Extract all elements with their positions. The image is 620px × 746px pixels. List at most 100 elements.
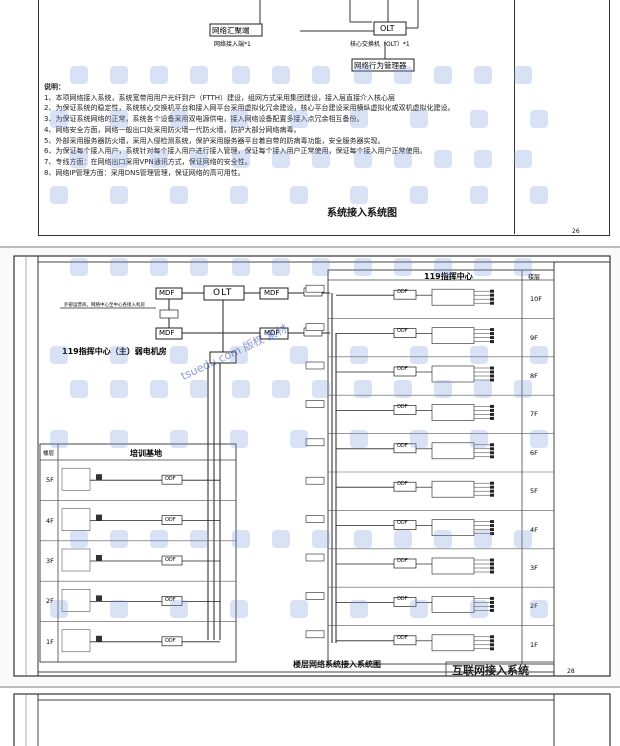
- main-floor-label-1f: 1F: [530, 640, 538, 649]
- odf-label: ODF: [397, 596, 408, 603]
- training-outlet-group: [61, 589, 91, 612]
- odf-box: [393, 366, 417, 377]
- odf-box: [393, 481, 417, 492]
- splitter-box: [431, 442, 475, 460]
- training-odf-box: [161, 474, 183, 485]
- outlet-icon: [490, 570, 494, 574]
- floor-column-header: 楼层: [528, 274, 541, 281]
- training-floor-label-3f: 3F: [46, 557, 54, 565]
- outlet-icon: [490, 489, 494, 493]
- splitter-box: [431, 480, 475, 498]
- sheet-1-page-number: 26: [572, 228, 580, 235]
- training-floor-header: 楼层: [43, 451, 55, 457]
- outlet-icon: [490, 447, 494, 451]
- mdf-box-1: MDF: [159, 289, 175, 297]
- odf-label: ODF: [397, 366, 408, 372]
- training-outlet-group: [61, 548, 91, 572]
- tail-box: [305, 400, 325, 408]
- odf-box: [393, 558, 417, 569]
- note-line: 5、外部采用服务器防火墙，采用入侵检测系统，保护采用服务器平台着自带的防病毒功能…: [44, 136, 385, 145]
- splitter-box: [431, 365, 475, 383]
- outlet-icon: [490, 378, 494, 382]
- outlet-icon: [490, 412, 494, 416]
- training-odf-label: ODF: [165, 597, 176, 604]
- training-device-icon: [96, 635, 102, 642]
- outlet-icon: [490, 481, 494, 485]
- main-floor-label-9f: 9F: [530, 333, 538, 342]
- training-outlet-group: [61, 467, 91, 491]
- outlet-icon: [490, 566, 494, 570]
- training-odf-label: ODF: [165, 476, 176, 483]
- outlet-icon: [490, 455, 494, 459]
- outlet-icon: [490, 604, 494, 608]
- training-odf-box: [161, 596, 183, 606]
- outlet-icon: [490, 600, 494, 604]
- main-floor-label-10f: 10F: [530, 295, 543, 304]
- olt-label: 核心交换机（OLT）*1: [350, 41, 410, 48]
- mdf-box-3: MDF: [159, 329, 175, 337]
- wan-device-box: 网络汇聚端: [212, 26, 250, 35]
- outlet-icon: [490, 532, 494, 536]
- odf-box: [393, 289, 417, 300]
- outlet-icon: [490, 596, 494, 600]
- training-device-icon: [96, 595, 102, 602]
- main-floor-label-5f: 5F: [530, 487, 538, 496]
- outlet-icon: [490, 374, 494, 378]
- outlet-icon: [490, 408, 494, 412]
- training-odf-box: [161, 636, 183, 647]
- splitter-box: [431, 288, 475, 306]
- outlet-icon: [490, 562, 494, 566]
- odf-box: [393, 520, 417, 530]
- odf-box: [393, 405, 417, 415]
- sheet-1-title-block: [514, 0, 609, 234]
- outlet-icon: [490, 301, 494, 305]
- training-base-title: 培训基地: [130, 449, 162, 458]
- main-floor-label-8f: 8F: [530, 372, 538, 380]
- outlet-icon: [490, 370, 494, 374]
- note-line: 7、专线方面：在网络出口采用VPN通讯方式，保证网络的安全性。: [44, 157, 252, 166]
- note-line: 3、为保证系统网络的正常，系统各个设备采用双电源供电，接入网络设备配置多接入点冗…: [44, 115, 364, 124]
- outlet-icon: [490, 336, 494, 340]
- training-odf-label: ODF: [165, 557, 176, 563]
- note-line: 4、网络安全方面，网络一般出口处采用防火墙一代防火墙，防护大部分网络病毒。: [44, 125, 301, 134]
- sheet-2-title: 楼层网络系统接入系统图: [293, 660, 381, 669]
- design-notes: 说明： 1、本项网络接入系统，系统宽带用用户光纤到户（FTTH）建设，组网方式采…: [44, 82, 514, 178]
- training-outlet-group: [61, 629, 91, 653]
- outlet-icon: [490, 558, 494, 562]
- internet-access-system-title: 互联网接入系统: [452, 664, 529, 677]
- odf-box: [393, 328, 417, 338]
- tail-box: [305, 438, 325, 447]
- outlet-icon: [490, 332, 494, 336]
- outlet-icon: [490, 524, 494, 528]
- outlet-icon: [490, 647, 494, 651]
- wan-device-label: 网络接入端*1: [214, 41, 251, 48]
- outlet-icon: [490, 639, 494, 643]
- odf-label: ODF: [397, 481, 408, 488]
- training-floor-label-1f: 1F: [46, 637, 54, 646]
- odf-label: ODF: [397, 558, 408, 564]
- command-center-title: 119指挥中心: [424, 272, 473, 281]
- training-outlet-group: [61, 508, 91, 531]
- main-floor-label-4f: 4F: [530, 525, 538, 534]
- training-device-icon: [96, 474, 102, 481]
- drawing-sheet-3: [0, 686, 620, 746]
- odf-label: ODF: [397, 442, 408, 449]
- tail-box: [305, 515, 325, 523]
- odf-label: ODF: [397, 404, 408, 411]
- training-floor-label-4f: 4F: [46, 516, 54, 525]
- olt-box: OLT: [380, 24, 395, 33]
- splitter-box: [431, 557, 475, 575]
- training-odf-box: [161, 555, 183, 566]
- training-odf-box: [161, 515, 183, 525]
- sheet-2-page-number: 28: [567, 668, 575, 675]
- tail-box: [305, 361, 325, 370]
- mdf-box-4: MDF: [264, 329, 280, 337]
- splitter-box: [431, 327, 475, 344]
- notes-title: 说明：: [44, 83, 65, 91]
- training-floor-label-2f: 2F: [46, 597, 54, 606]
- training-odf-label: ODF: [165, 637, 176, 644]
- outlet-icon: [490, 643, 494, 647]
- outlet-icon: [490, 404, 494, 408]
- tail-box: [305, 476, 325, 485]
- outlet-icon: [490, 340, 494, 344]
